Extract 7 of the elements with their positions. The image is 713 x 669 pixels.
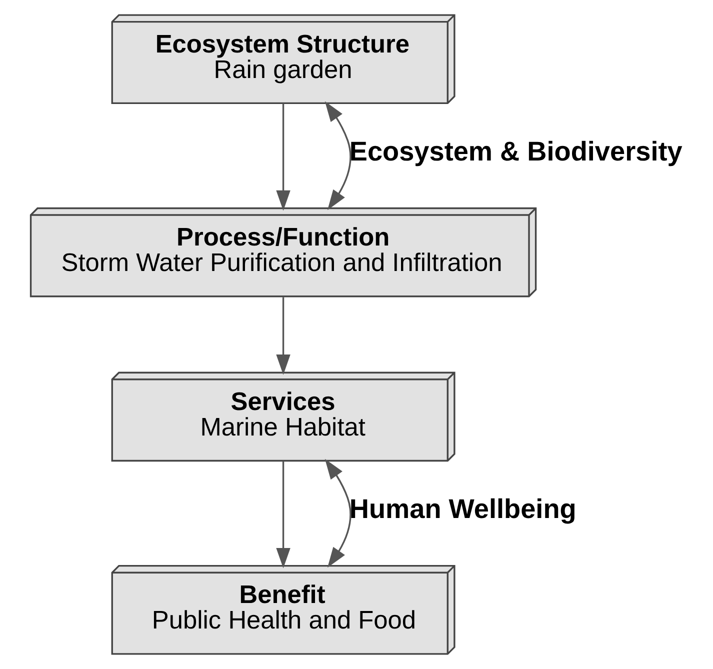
arrow	[324, 458, 351, 568]
arrow	[276, 103, 290, 211]
edge-label: Ecosystem & Biodiversity	[348, 135, 682, 166]
edge-label: Human Wellbeing	[348, 493, 576, 524]
arrow	[276, 297, 290, 375]
arrow	[276, 460, 290, 568]
arrow	[324, 101, 351, 210]
